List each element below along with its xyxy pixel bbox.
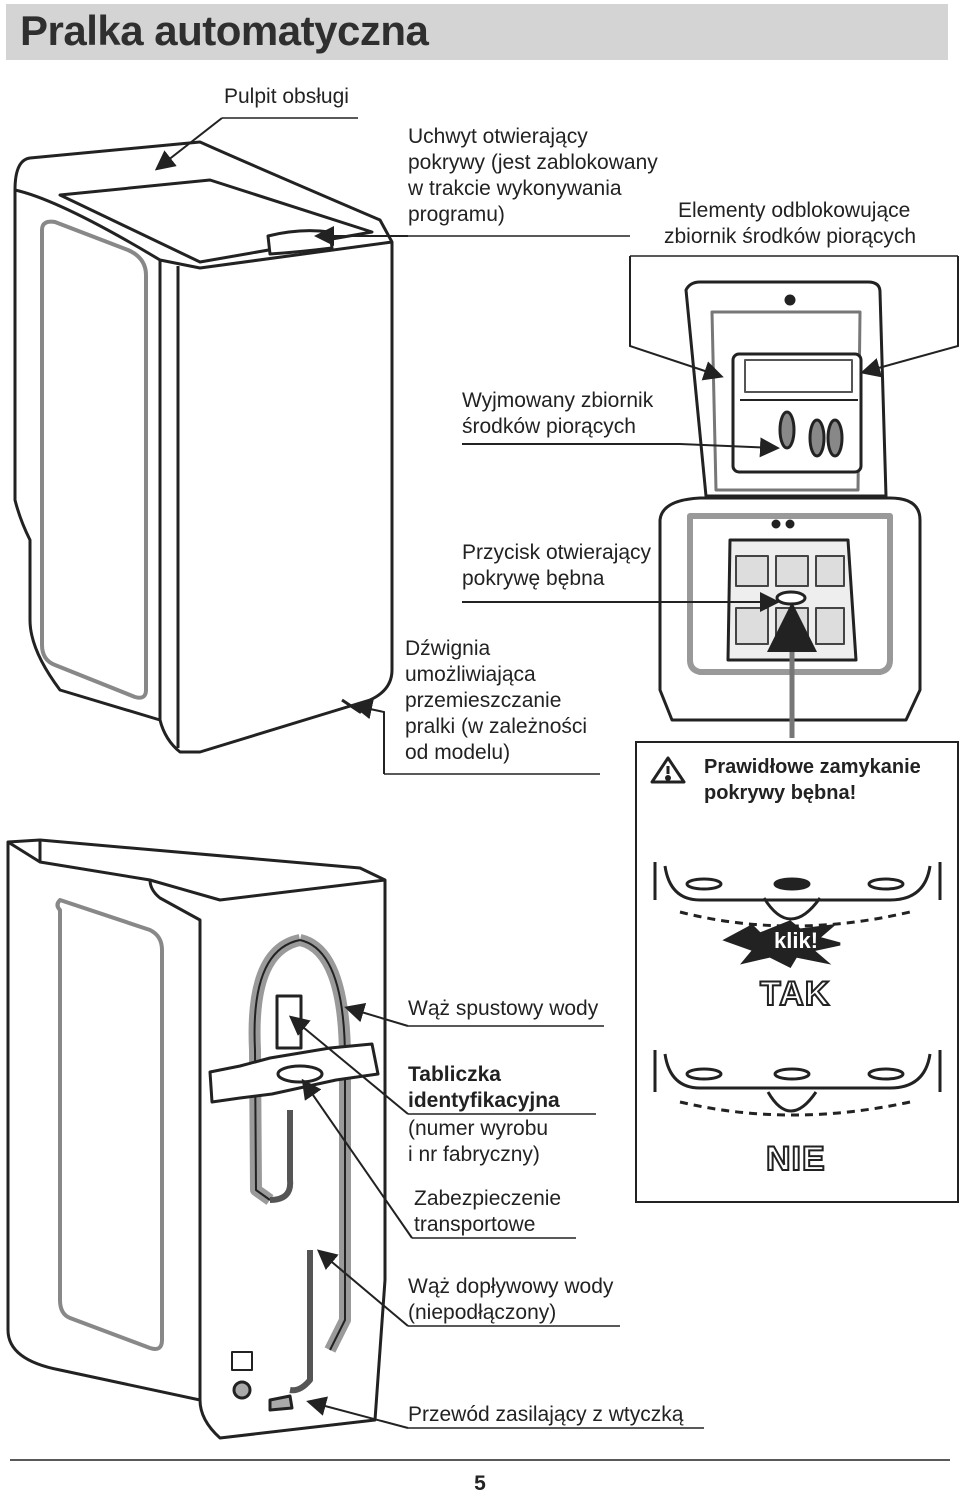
yes-label: TAK	[759, 974, 831, 1014]
leader-lines	[154, 117, 959, 1429]
title-bar: Pralka automatyczna	[6, 4, 948, 60]
page-number: 5	[474, 1472, 486, 1495]
warning-triangle-icon	[650, 756, 686, 784]
label-power-cord: Przewód zasilający z wtyczką	[408, 1403, 684, 1426]
lid-closure-yes	[653, 862, 942, 968]
washing-machine-front	[13, 140, 394, 754]
lid-closure-no	[653, 1050, 942, 1117]
washing-machine-rear	[6, 838, 387, 1440]
label-control-panel: Pulpit obsługi	[224, 85, 349, 108]
no-label: NIE	[765, 1139, 826, 1179]
page-title: Pralka automatyczna	[20, 7, 429, 54]
warning-box	[635, 741, 959, 1203]
label-drain-hose: Wąż spustowy wody	[408, 997, 599, 1020]
click-burst-label: klik!	[774, 928, 819, 953]
